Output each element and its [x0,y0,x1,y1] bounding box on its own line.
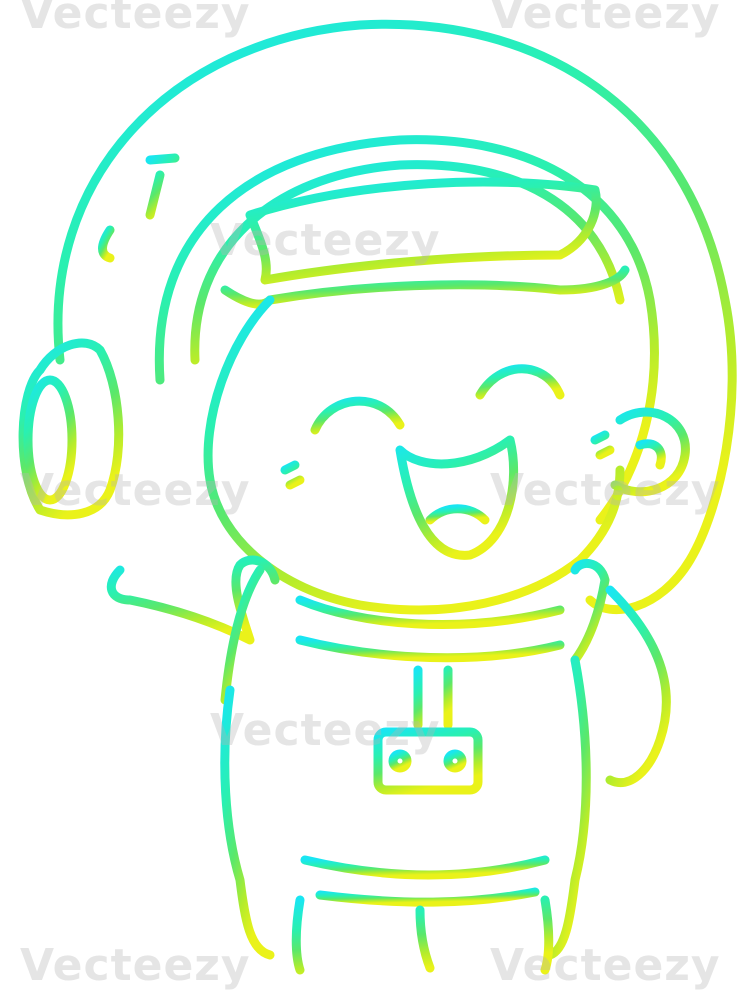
belt [300,855,550,880]
face-outline [203,295,625,615]
left-hand [106,555,280,645]
mouth [395,435,519,560]
helmet-outer [53,19,737,615]
ear [610,407,690,497]
body [220,685,275,960]
control-cord [413,665,453,730]
left-eye [310,396,405,435]
right-eye [475,364,565,400]
helmet-visor [154,135,659,525]
hair [245,177,601,285]
helmet-earpiece [18,338,124,520]
legs [291,895,554,975]
control-panel [373,727,483,795]
collar [295,595,565,629]
right-hand [570,559,610,665]
